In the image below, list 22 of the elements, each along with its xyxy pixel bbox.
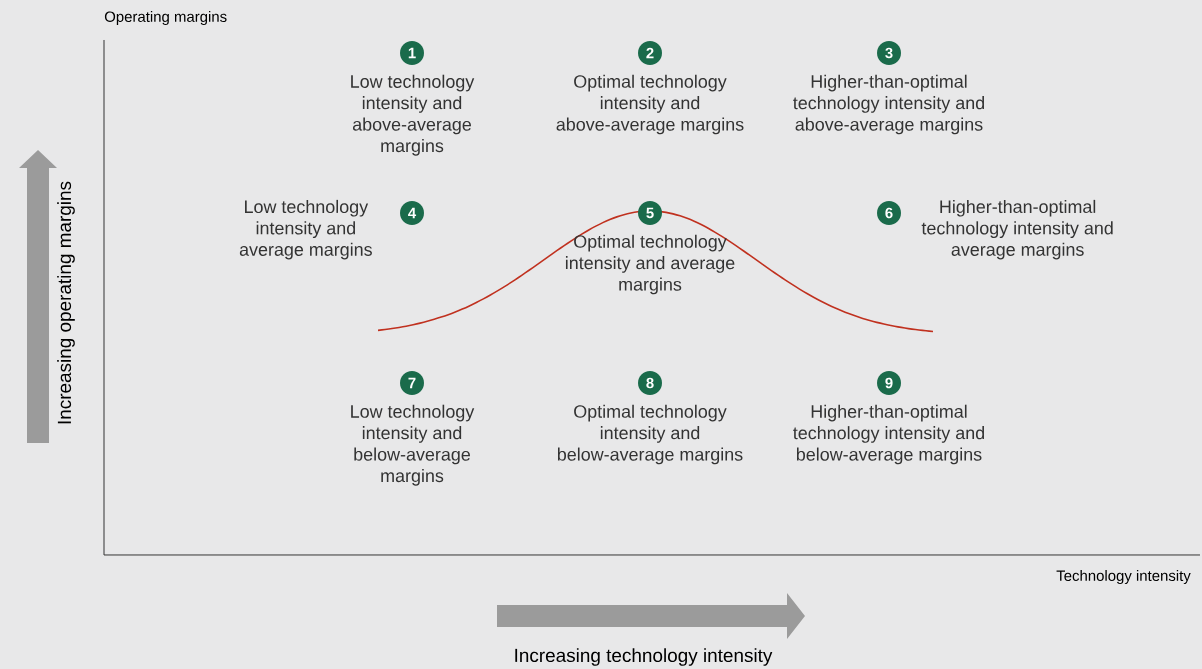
number-badge: 9 [877, 371, 901, 395]
number-badge: 5 [638, 201, 662, 225]
number-badge: 1 [400, 41, 424, 65]
axis-label: Technology intensity [1056, 570, 1191, 584]
number-badge: 4 [400, 201, 424, 225]
number-badge: 6 [877, 201, 901, 225]
description-text: Low technology intensity and below-average margins [351, 404, 475, 486]
number-badge: 7 [400, 371, 424, 395]
description-text: Higher-than-optimal technology intensity and average margins [921, 199, 1113, 260]
axis-label: Increasing technology intensity [515, 648, 773, 666]
description-text: Low technology intensity and above-average margins [351, 74, 475, 156]
description-text: Optimal technology intensity and average margins [565, 234, 735, 295]
axis-label: Increasing operating margins [57, 181, 75, 424]
description-text: Higher-than-optimal technology intensity and below-average margins [793, 404, 984, 465]
axis-label: Operating margins [104, 11, 227, 25]
number-badge: 8 [638, 371, 662, 395]
number-badge: 3 [877, 41, 901, 65]
description-text: Higher-than-optimal technology intensity and above-average margins [793, 74, 984, 135]
description-text: Optimal technology intensity and below-average margins [557, 404, 743, 465]
number-badge: 2 [638, 41, 662, 65]
description-text: Low technology intensity and average margins [239, 199, 372, 260]
description-text: Optimal technology intensity and above-average margins [556, 74, 744, 135]
